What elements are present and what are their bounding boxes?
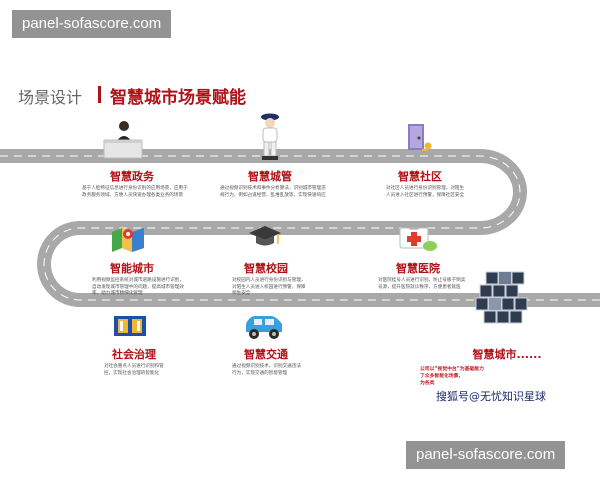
- scene-desc-community: 对社区人员进行身份识别管理，对陌生人员进入社区进行预警，保障社区安全: [386, 186, 465, 198]
- medical-kit-icon: [399, 223, 437, 251]
- scene-title-hospital: 智慧医院: [396, 262, 440, 275]
- scene-desc-society: 对社会重点人员进行识别和管控，实现社会治理的智能化: [104, 364, 164, 376]
- map-pin-icon: [112, 228, 144, 252]
- scene-desc-hospital: 对医院挂号人员进行识别，防止号贩子倒卖号源，提升医院就诊秩序，方便患者就医: [378, 278, 466, 290]
- sohu-credit: 搜狐号@无忧知识星球: [436, 390, 546, 403]
- door-key-icon: [408, 124, 432, 151]
- data-cubes-icon: [475, 271, 528, 324]
- scene-desc-town: 利用视频监控系统对城市道路设施进行识别，自动发现城市管理中的问题，提高城市管理效…: [92, 278, 184, 296]
- graduation-cap-icon: [249, 226, 281, 246]
- car-icon: [246, 316, 282, 339]
- clerk-desk-icon: [103, 121, 143, 159]
- scene-title-town: 智能城市: [110, 262, 154, 275]
- header-divider: [98, 86, 101, 103]
- balance-frame-icon: [114, 316, 146, 336]
- section-label: 场景设计: [18, 88, 83, 107]
- scene-desc-campus: 对校园内人员进行身份识别与管理，对陌生人员进入校园进行预警，保障师生安全: [232, 278, 306, 296]
- scene-desc-city: 通过视频识别技术和事件分析算法，识别城市管理违规行为，例如占道经营、乱堆乱放等，…: [220, 186, 326, 198]
- watermark-top: panel-sofascore.com: [12, 10, 172, 38]
- scene-desc-traffic: 通过视频识别技术，识别交通违法行为，实现交通的智能管理: [232, 364, 301, 376]
- scene-title-campus: 智慧校园: [244, 262, 288, 275]
- scene-title-society: 社会治理: [112, 348, 156, 361]
- scene-title-city: 智慧城管: [248, 170, 292, 183]
- company-note: 公司以“视觉中台”为基础能力 了众多智能化场景， 为各类: [420, 367, 484, 386]
- scene-desc-gov: 基于人脸特征信息进行身份识别的应用场景，应用于政务服务领域，方便人员快速办理各类…: [82, 186, 188, 198]
- city-officer-icon: [261, 113, 279, 160]
- watermark-bottom: panel-sofascore.com: [406, 441, 566, 469]
- scene-title-traffic: 智慧交通: [244, 348, 288, 361]
- scene-title-gov: 智慧政务: [110, 170, 154, 183]
- page-title: 智慧城市场景赋能: [110, 88, 246, 108]
- scene-title-community: 智慧社区: [398, 170, 442, 183]
- scene-title-more: 智慧城市......: [472, 348, 542, 361]
